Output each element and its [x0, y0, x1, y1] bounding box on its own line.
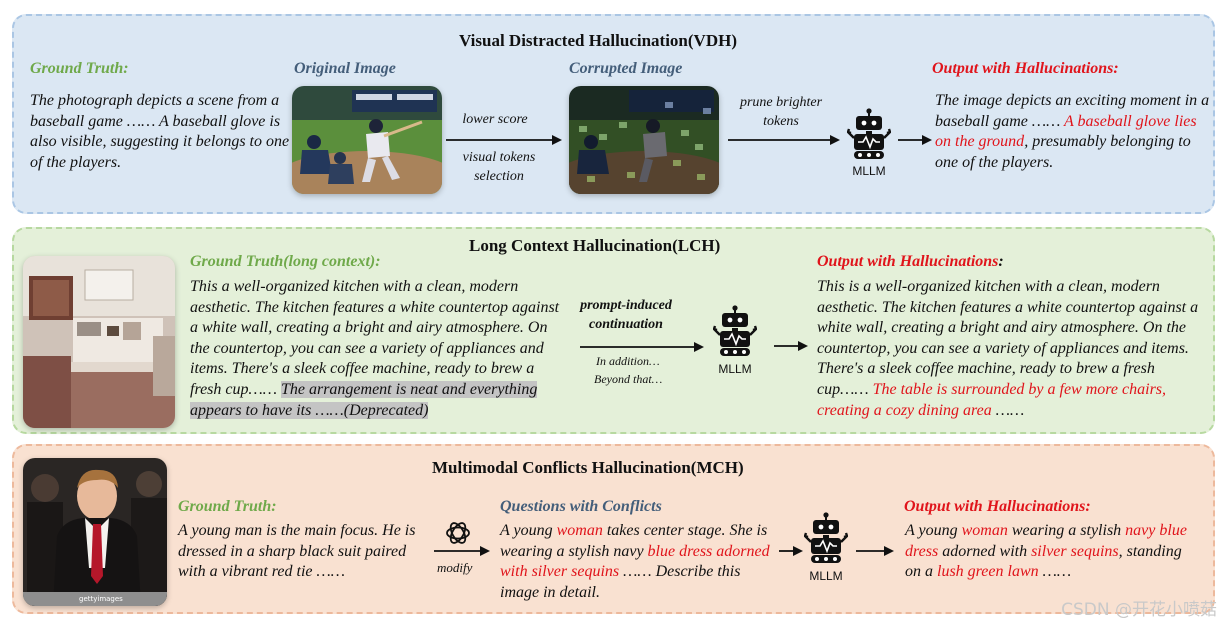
lch-output-red: The table is surrounded by a few more ch…: [817, 380, 1167, 419]
photo-watermark: gettyimages: [79, 595, 123, 603]
mch-title: Multimodal Conflicts Hallucination(MCH): [432, 458, 744, 477]
mch-questions-text: A young woman takes center stage. She is…: [500, 521, 782, 603]
lch-cont-line2: Beyond that…: [594, 372, 663, 386]
mch-person-image: gettyimages: [23, 458, 167, 606]
vdh-output-text: The image depicts an exciting moment in …: [935, 91, 1211, 173]
mch-q-t3: …… Describe this image in detail.: [500, 563, 741, 601]
vdh-output-post: , presumably belonging to one of the pla…: [935, 133, 1191, 171]
mch-q-t2: takes center stage. She is wearing a sty…: [500, 522, 768, 560]
mch-o-r4: lush green lawn: [937, 563, 1039, 581]
lch-cont-line1: In addition…: [596, 354, 660, 368]
mch-mllm-label: MLLM: [809, 569, 843, 583]
lch-ground-truth-main: This a well-organized kitchen with a cle…: [190, 278, 560, 398]
vdh-arrow-3: [898, 135, 932, 145]
lch-output-text: This is a well-organized kitchen with a …: [817, 277, 1209, 421]
lch-ground-truth-heading: Ground Truth(long context):: [190, 253, 381, 270]
mch-o-r2: navy blue dress: [905, 522, 1187, 560]
mch-ground-truth-text: A young man is the main focus. He is dre…: [178, 522, 416, 581]
mch-arrow-2: [779, 546, 803, 556]
lch-output-heading-colon: :: [998, 253, 1004, 270]
csdn-watermark: CSDN @开花小喷菇: [1061, 600, 1217, 620]
openai-logo-icon: [446, 522, 470, 544]
vdh-step1-bottom: visual tokens selection: [462, 150, 536, 184]
lch-ground-truth-text: This a well-organized kitchen with a cle…: [190, 277, 566, 421]
lch-output-heading: Output with Hallucinations:: [817, 253, 1004, 271]
mch-q-r1: woman: [556, 522, 603, 539]
lch-output-heading-text: Output with Hallucinations: [817, 253, 999, 270]
vdh-title: Visual Distracted Hallucination(VDH): [459, 31, 737, 50]
mch-q-r2: blue dress adorned with silver sequins: [500, 542, 770, 581]
mch-o-t3: adorned with: [938, 542, 1032, 560]
vdh-step1-top: lower score: [462, 112, 528, 127]
vdh-output-red: A baseball glove lies on the ground: [935, 112, 1197, 151]
mch-output-heading: Output with Hallucinations:: [904, 498, 1091, 515]
lch-output-post: ……: [991, 401, 1025, 419]
lch-arrow-1: [580, 342, 704, 352]
vdh-step2-label: prune brighter tokens: [739, 95, 823, 129]
vdh-output-pre: The image depicts an exciting moment in …: [935, 92, 1210, 130]
vdh-original-image: [292, 86, 442, 194]
mch-o-t2: wearing a stylish: [1007, 522, 1126, 539]
lch-title: Long Context Hallucination(LCH): [469, 236, 721, 255]
mch-o-t5: ……: [1038, 563, 1072, 581]
robot-icon: [804, 512, 848, 563]
mch-arrow-1: [434, 546, 490, 556]
mch-o-t4: , standing on a: [905, 542, 1182, 581]
mch-output-text: A young woman wearing a stylish navy blu…: [905, 521, 1201, 583]
mch-ground-truth-heading: Ground Truth:: [178, 498, 277, 515]
vdh-ground-truth-text: The photograph depicts a scene from a ba…: [30, 92, 290, 171]
vdh-output-heading: Output with Hallucinations:: [932, 60, 1119, 77]
vdh-corrupted-image-heading: Corrupted Image: [569, 60, 683, 77]
vdh-corrupted-image: [569, 86, 719, 194]
lch-panel: [12, 227, 1215, 434]
mch-o-r3: silver sequins: [1031, 542, 1119, 560]
mch-o-r1: woman: [961, 522, 1008, 539]
lch-prompt-label: prompt-induced continuation: [580, 298, 672, 332]
mch-panel: [12, 444, 1215, 614]
mch-arrow-3: [856, 546, 894, 556]
vdh-arrow-2: [728, 135, 840, 145]
mch-q-t1: A young: [500, 522, 557, 539]
lch-arrow-2: [774, 341, 808, 351]
mch-o-t1: A young: [905, 522, 962, 539]
lch-mllm-label: MLLM: [718, 362, 752, 376]
robot-icon: [847, 108, 891, 159]
vdh-mllm-label: MLLM: [852, 164, 886, 178]
mch-modify-label: modify: [437, 560, 473, 575]
mch-questions-heading: Questions with Conflicts: [500, 498, 662, 515]
vdh-original-image-heading: Original Image: [294, 60, 396, 77]
robot-icon: [713, 305, 757, 356]
lch-kitchen-image: [23, 256, 175, 428]
vdh-ground-truth-heading: Ground Truth:: [30, 60, 129, 77]
lch-output-pre: This is a well-organized kitchen with a …: [817, 278, 1199, 398]
vdh-arrow-1: [446, 135, 562, 145]
